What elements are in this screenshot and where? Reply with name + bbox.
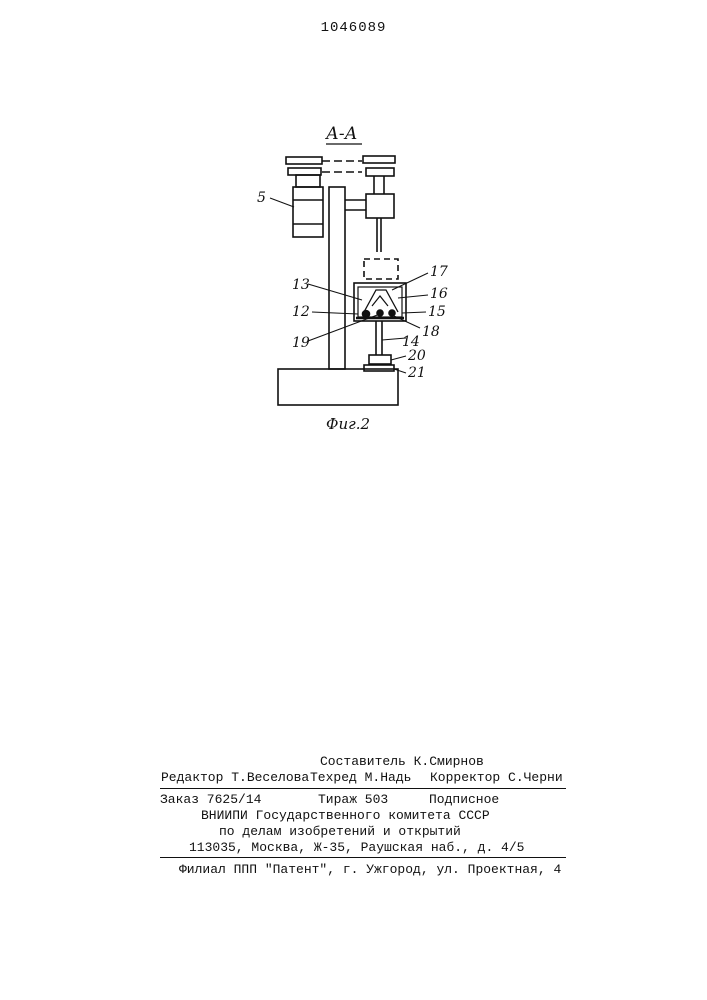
- corrector-line: Корректор С.Черни: [430, 770, 563, 785]
- order-line: Заказ 7625/14: [160, 792, 261, 807]
- part-label: 16: [430, 286, 448, 302]
- workpiece-dashed: [364, 259, 398, 279]
- base-plate: [278, 369, 398, 405]
- part-label: 21: [407, 365, 426, 381]
- pulley-right-upper: [363, 156, 395, 163]
- org-line-1: ВНИИПИ Государственного комитета СССР: [201, 808, 490, 823]
- part-label: 17: [430, 264, 448, 280]
- part-label: 19: [292, 335, 310, 351]
- section-label: А-А: [325, 124, 358, 144]
- spindle-head: [366, 194, 394, 218]
- part-label: 18: [422, 324, 440, 340]
- editor-line: Редактор Т.Веселова: [161, 770, 309, 785]
- pulley-left-lower: [288, 168, 321, 175]
- part-label: 20: [407, 348, 426, 364]
- motor-housing: [293, 187, 323, 237]
- column: [329, 187, 345, 369]
- part-label: 5: [257, 190, 266, 206]
- divider-bottom: [160, 857, 566, 858]
- part-label: 13: [292, 277, 310, 293]
- subscription-line: Подписное: [429, 792, 499, 807]
- org-line-2: по делам изобретений и открытий: [219, 824, 461, 839]
- branch-line: Филиал ППП "Патент", г. Ужгород, ул. Про…: [179, 862, 561, 877]
- divider-top: [160, 788, 566, 789]
- pulley-left-upper: [286, 157, 322, 164]
- block-20: [369, 355, 391, 364]
- block-21: [364, 365, 394, 371]
- part-label: 12: [292, 304, 310, 320]
- compiler-line: Составитель К.Смирнов: [320, 754, 484, 769]
- part-label: 15: [428, 304, 446, 320]
- techred-line: Техред М.Надь: [310, 770, 411, 785]
- circulation-line: Тираж 503: [318, 792, 388, 807]
- figure-caption: Фиг.2: [326, 415, 370, 433]
- address-line: 113035, Москва, Ж-35, Раушская наб., д. …: [189, 840, 524, 855]
